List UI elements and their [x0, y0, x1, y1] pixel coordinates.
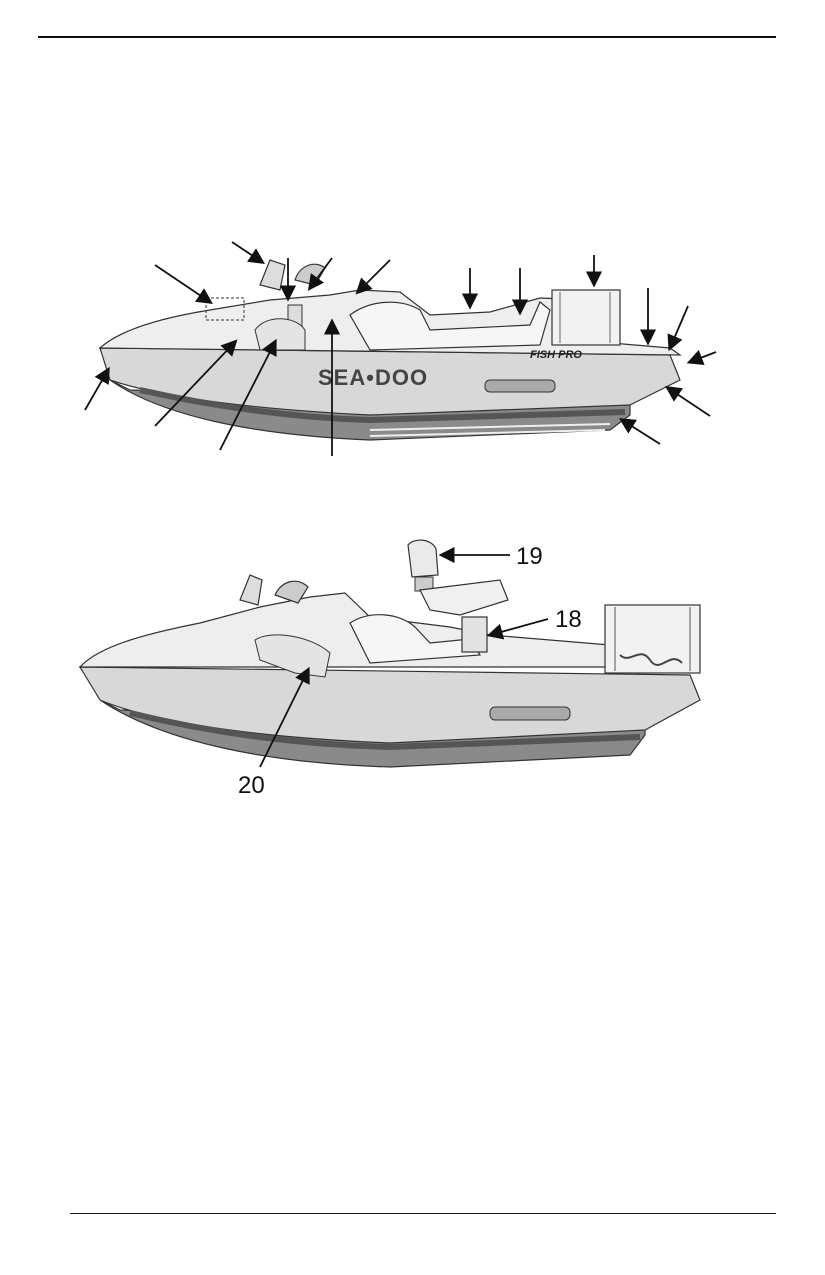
fishing-seat — [419, 579, 509, 616]
callout-19: 19 — [516, 543, 543, 570]
arrow-17 — [84, 366, 110, 411]
seat-post — [461, 616, 488, 653]
callout-20: 20 — [238, 772, 265, 799]
arrow-18 — [486, 618, 549, 640]
footer-rule — [70, 1213, 776, 1214]
arrow-1 — [231, 241, 265, 264]
arrow-2 — [154, 264, 213, 305]
model-logo: FISH PRO — [530, 349, 582, 361]
arrow-5 — [355, 259, 391, 295]
hull-side — [78, 666, 701, 744]
hull-side — [99, 347, 681, 416]
arrow-4 — [307, 257, 333, 291]
top-watercraft-figure: SEA•DOO FISH PRO — [84, 241, 717, 456]
seat — [349, 301, 551, 351]
header-rule — [38, 36, 776, 38]
arrow-10 — [667, 305, 689, 352]
hull-stripe — [139, 387, 626, 424]
arrow-16 — [154, 339, 238, 427]
backrest — [407, 539, 439, 578]
arrow-15 — [219, 338, 277, 451]
arrow-11 — [686, 349, 717, 366]
arrow-12 — [665, 386, 711, 417]
handlebar — [259, 259, 286, 291]
arrow-20 — [259, 666, 310, 768]
brand-logo: SEA•DOO — [318, 365, 428, 390]
callout-arrows — [84, 241, 717, 456]
callout-18: 18 — [555, 606, 582, 633]
arrow-13 — [618, 418, 661, 445]
bottom-watercraft-figure: 19 18 20 — [78, 539, 701, 799]
rear-cooler — [551, 289, 621, 346]
